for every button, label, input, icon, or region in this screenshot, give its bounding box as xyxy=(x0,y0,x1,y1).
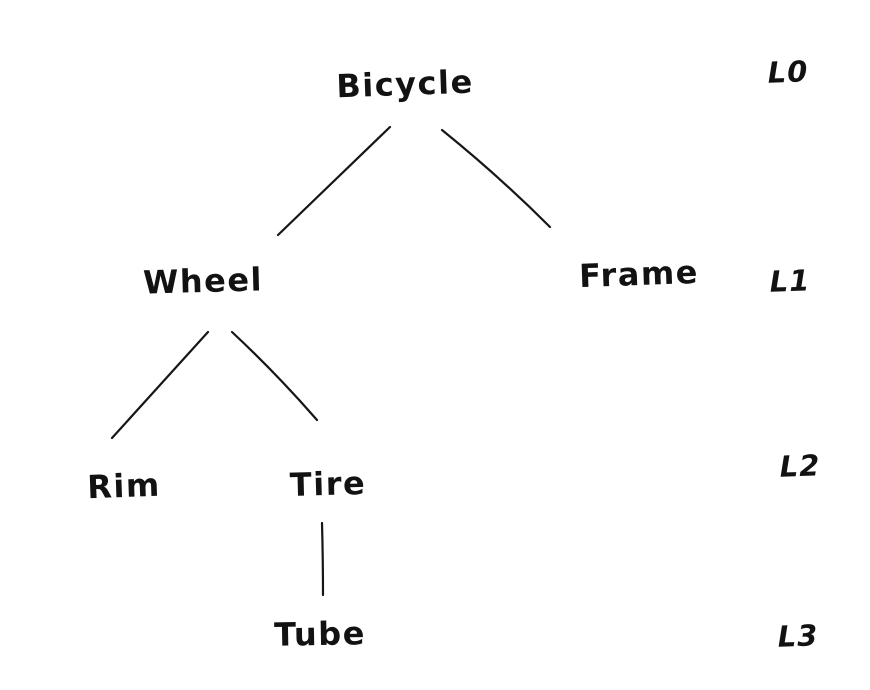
level-label-l2: L2 xyxy=(779,448,821,484)
node-bicycle: Bicycle xyxy=(335,62,475,106)
node-tire: Tire xyxy=(289,464,367,504)
node-wheel: Wheel xyxy=(142,260,264,302)
edge-tire-tube xyxy=(320,521,325,597)
level-label-l3: L3 xyxy=(777,618,819,654)
edge-bicycle-frame xyxy=(440,128,552,229)
node-frame: Frame xyxy=(578,252,700,296)
edge-wheel-rim xyxy=(110,330,210,440)
level-label-l0: L0 xyxy=(767,54,809,90)
node-rim: Rim xyxy=(86,465,162,507)
level-label-l1: L1 xyxy=(769,263,811,299)
edge-bicycle-wheel xyxy=(276,125,392,237)
node-tube: Tube xyxy=(273,614,367,654)
edge-wheel-tire xyxy=(230,330,319,422)
